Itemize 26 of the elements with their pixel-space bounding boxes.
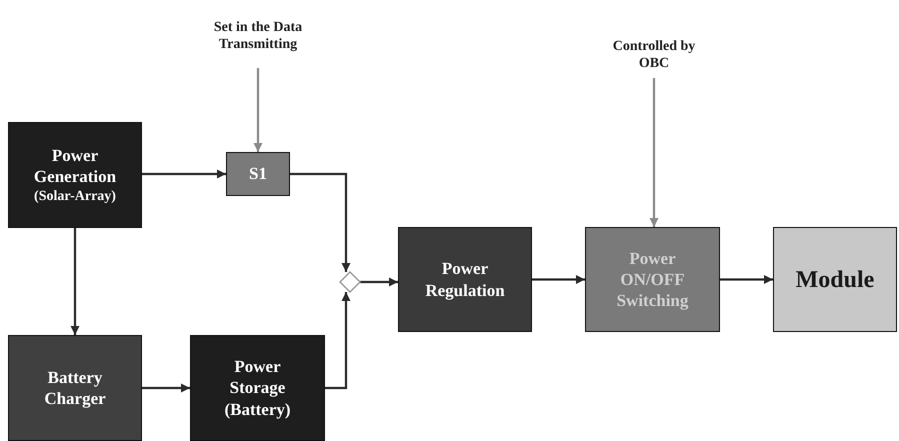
arrow xyxy=(290,172,350,272)
process-box xyxy=(585,227,720,332)
arrow xyxy=(254,68,262,152)
switch-box xyxy=(226,152,290,196)
process-box xyxy=(398,227,532,332)
arrow xyxy=(142,384,190,392)
process-box xyxy=(8,122,142,228)
arrow xyxy=(325,292,350,390)
process-box xyxy=(190,335,325,441)
label-text: S1 xyxy=(249,163,267,185)
label-text: Power ON/OFF Switching xyxy=(616,248,690,312)
label-text: Power Regulation xyxy=(424,258,506,301)
module-box xyxy=(773,227,897,332)
label-text: Power Storage (Battery) xyxy=(223,356,292,420)
annotation-text: Controlled by OBC xyxy=(612,38,696,72)
process-box xyxy=(8,335,142,441)
arrow xyxy=(532,275,585,284)
label-text: Battery Charger xyxy=(43,366,107,410)
arrow xyxy=(70,228,80,335)
label-text: Power Generation xyxy=(32,145,118,188)
annotation-text: Set in the Data Transmitting xyxy=(213,18,303,54)
arrow xyxy=(720,275,773,284)
arrow xyxy=(142,170,226,178)
subtitle-text: (Solar-Array) xyxy=(34,188,116,205)
arrow xyxy=(650,78,658,227)
label-text: Module xyxy=(796,266,874,294)
